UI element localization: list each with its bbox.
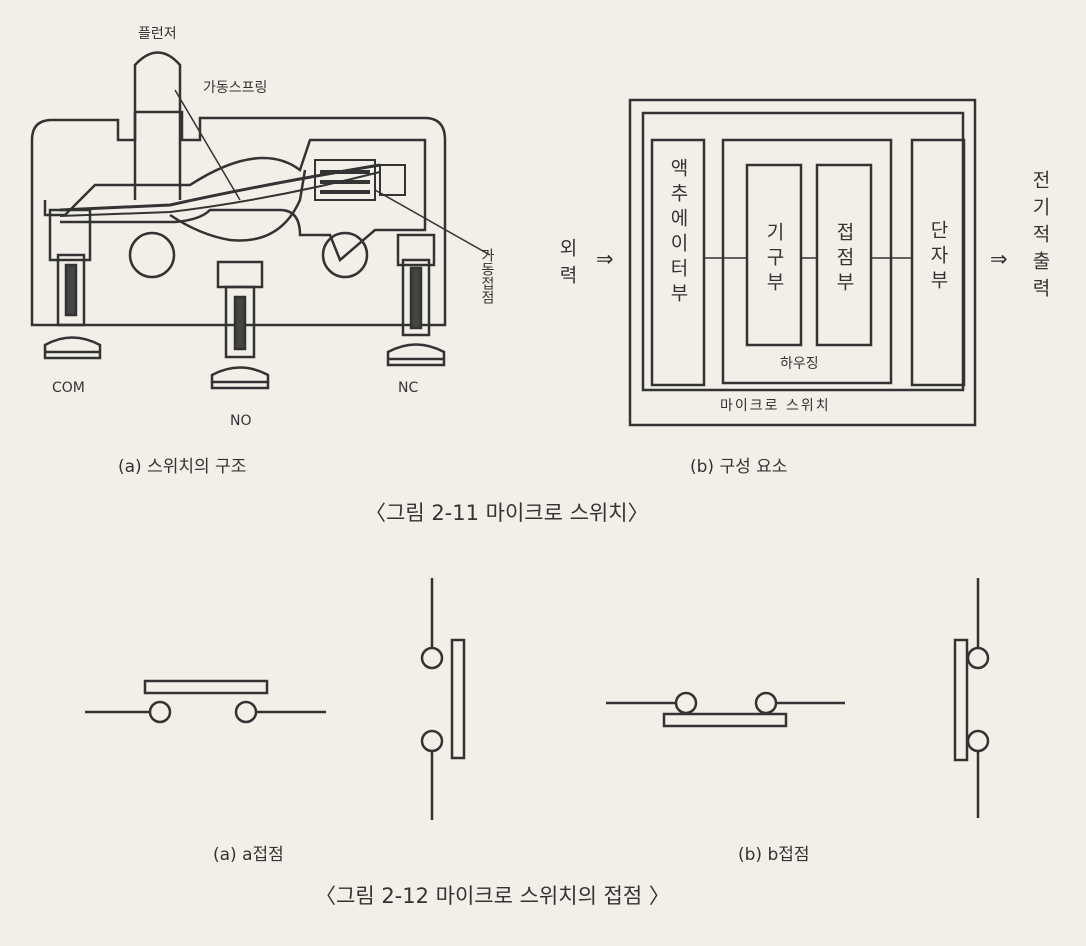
b-contact-vertical (955, 578, 988, 818)
contact-label: 접점부 (833, 222, 855, 297)
terminal-com (45, 210, 100, 358)
nc-terminal-label: NC (398, 380, 418, 396)
a-contact-vertical (422, 578, 464, 820)
external-force-label: 외력 (556, 238, 578, 292)
terminal-label: 단자부 (927, 220, 949, 295)
output-arrow: ⇒ (990, 247, 1008, 271)
movable-contact-label: 가동접점 (479, 248, 495, 304)
com-terminal-label: COM (52, 380, 85, 396)
input-arrow: ⇒ (596, 247, 614, 271)
movable-spring-label: 가동스프링 (203, 80, 267, 96)
electrical-output-label: 전기적출력 (1029, 170, 1051, 305)
caption-a-contact: (a) a접점 (213, 845, 284, 865)
figure-2-11-title: 〈그림 2-11 마이크로 스위치〉 (365, 501, 649, 525)
caption-components: (b) 구성 요소 (690, 457, 787, 477)
no-terminal-label: NO (230, 413, 252, 429)
mechanism-label: 기구부 (763, 222, 785, 297)
caption-switch-structure: (a) 스위치의 구조 (118, 457, 246, 477)
housing-label: 하우징 (780, 356, 819, 372)
actuator-label: 액추에이터부 (667, 158, 689, 308)
micro-switch-inner-box (643, 113, 963, 390)
terminal-nc (388, 235, 444, 365)
a-contact-horizontal (85, 681, 326, 722)
figure-2-12-title: 〈그림 2-12 마이크로 스위치의 접점 〉 (315, 884, 670, 908)
caption-b-contact: (b) b접점 (738, 845, 810, 865)
micro-switch-box-label: 마이크로 스위치 (720, 398, 831, 414)
plunger-label: 플런저 (138, 26, 177, 42)
b-contact-horizontal (606, 693, 845, 726)
